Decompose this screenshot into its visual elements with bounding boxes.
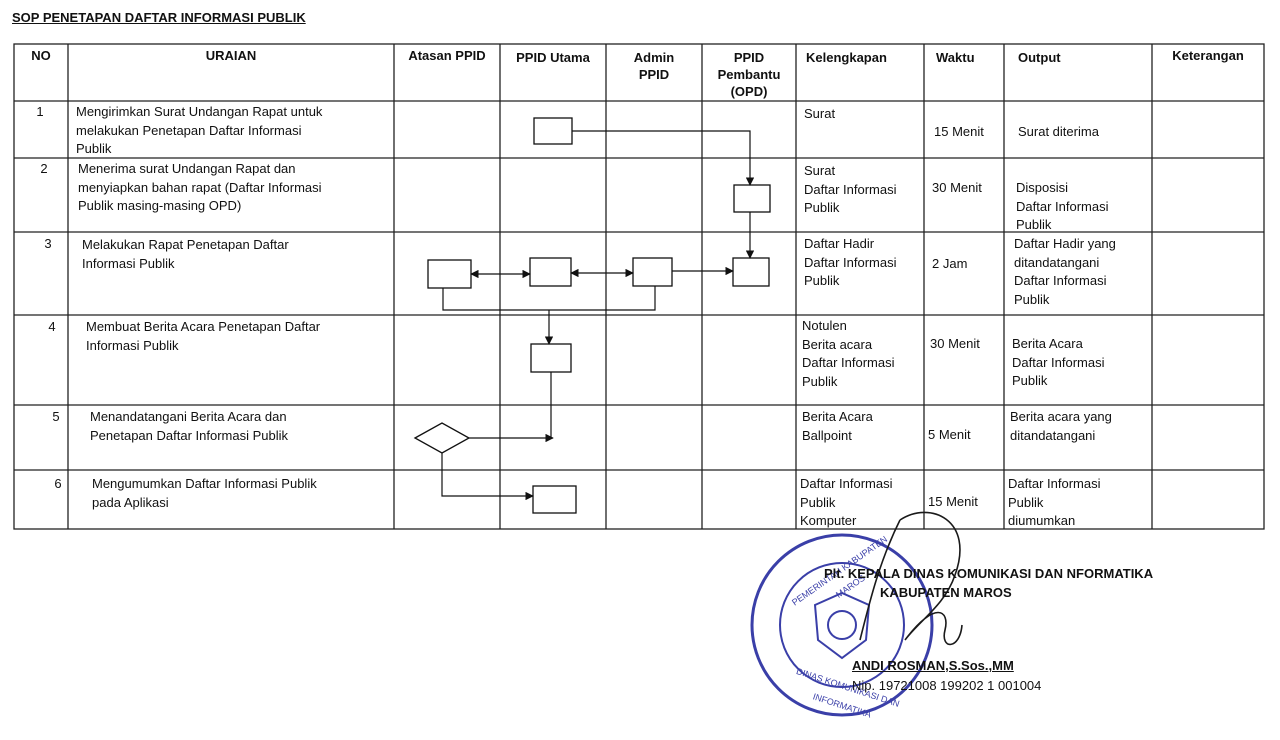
header-uraian: URAIAN	[205, 48, 257, 63]
process-box	[533, 117, 573, 145]
row-uraian: Mengirimkan Surat Undangan Rapat untuk m…	[76, 104, 323, 156]
row-waktu: 15 Menit	[934, 124, 984, 139]
signer-title-line1: Plt. KEPALA DINAS KOMUNIKASI DAN NFORMAT…	[824, 566, 1154, 581]
process-box	[732, 257, 770, 287]
row-number: 1	[36, 104, 44, 119]
row-kelengkapan: Daftar Informasi Publik Komputer	[800, 476, 893, 528]
header-atasan-ppid: Atasan PPID	[408, 48, 486, 63]
header-no: NO	[31, 48, 51, 63]
signer-nip: Nip. 19721008 199202 1 001004	[852, 678, 1042, 693]
row-kelengkapan: Surat	[804, 106, 836, 121]
row-number: 3	[44, 236, 52, 251]
row-number: 5	[52, 409, 60, 424]
decision-diamond	[413, 422, 471, 454]
official-stamp	[750, 533, 934, 717]
process-box	[530, 343, 572, 373]
header-ppid-utama: PPID Utama	[516, 50, 590, 65]
row-output: Berita Acara Daftar Informasi Publik	[1012, 336, 1105, 388]
row-output: Daftar Hadir yang ditandatangani Daftar …	[1014, 236, 1116, 307]
process-box	[529, 257, 572, 287]
row-waktu: 5 Menit	[928, 427, 971, 442]
header-admin-ppid: Admin PPID	[633, 50, 675, 82]
row-waktu: 15 Menit	[928, 494, 978, 509]
flowchart	[413, 117, 771, 514]
header-ppid-pembantu: PPID Pembantu (OPD)	[717, 50, 781, 99]
row-output: Disposisi Daftar Informasi Publik	[1016, 180, 1109, 232]
signer-title-line2: KABUPATEN MAROS	[880, 585, 1012, 600]
process-box	[427, 259, 472, 289]
row-number: 4	[48, 319, 56, 334]
header-kelengkapan: Kelengkapan	[806, 50, 887, 65]
row-uraian: Menandatangani Berita Acara dan Penetapa…	[90, 409, 288, 443]
header-output: Output	[1018, 50, 1061, 65]
process-box	[632, 257, 673, 287]
row-output: Berita acara yang ditandatangani	[1010, 409, 1112, 443]
row-uraian: Mengumumkan Daftar Informasi Publik pada…	[92, 476, 317, 510]
header-keterangan: Keterangan	[1172, 48, 1244, 63]
row-output: Surat diterima	[1018, 124, 1099, 139]
row-kelengkapan: Surat Daftar Informasi Publik	[804, 163, 897, 215]
sop-table-grid	[13, 43, 1265, 717]
process-box	[532, 485, 577, 514]
signature-scribble	[859, 511, 963, 646]
row-uraian: Membuat Berita Acara Penetapan Daftar In…	[86, 319, 321, 353]
row-uraian: Melakukan Rapat Penetapan Daftar Informa…	[82, 237, 289, 271]
process-box	[733, 184, 771, 213]
signer-name: ANDI ROSMAN,S.Sos.,MM	[852, 658, 1014, 673]
flow-connectors	[441, 130, 755, 501]
document-title: SOP PENETAPAN DAFTAR INFORMASI PUBLIK	[12, 10, 306, 25]
row-output: Daftar Informasi Publik diumumkan	[1008, 476, 1101, 528]
row-waktu: 30 Menit	[932, 180, 982, 195]
row-number: 6	[54, 476, 62, 491]
row-kelengkapan: Berita Acara Ballpoint	[802, 409, 873, 443]
row-kelengkapan: Daftar Hadir Daftar Informasi Publik	[804, 236, 897, 288]
row-waktu: 30 Menit	[930, 336, 980, 351]
row-kelengkapan: Notulen Berita acara Daftar Informasi Pu…	[802, 318, 895, 389]
row-number: 2	[40, 161, 48, 176]
row-uraian: Menerima surat Undangan Rapat dan menyia…	[78, 161, 322, 213]
header-waktu: Waktu	[936, 50, 975, 65]
row-waktu: 2 Jam	[932, 256, 968, 271]
